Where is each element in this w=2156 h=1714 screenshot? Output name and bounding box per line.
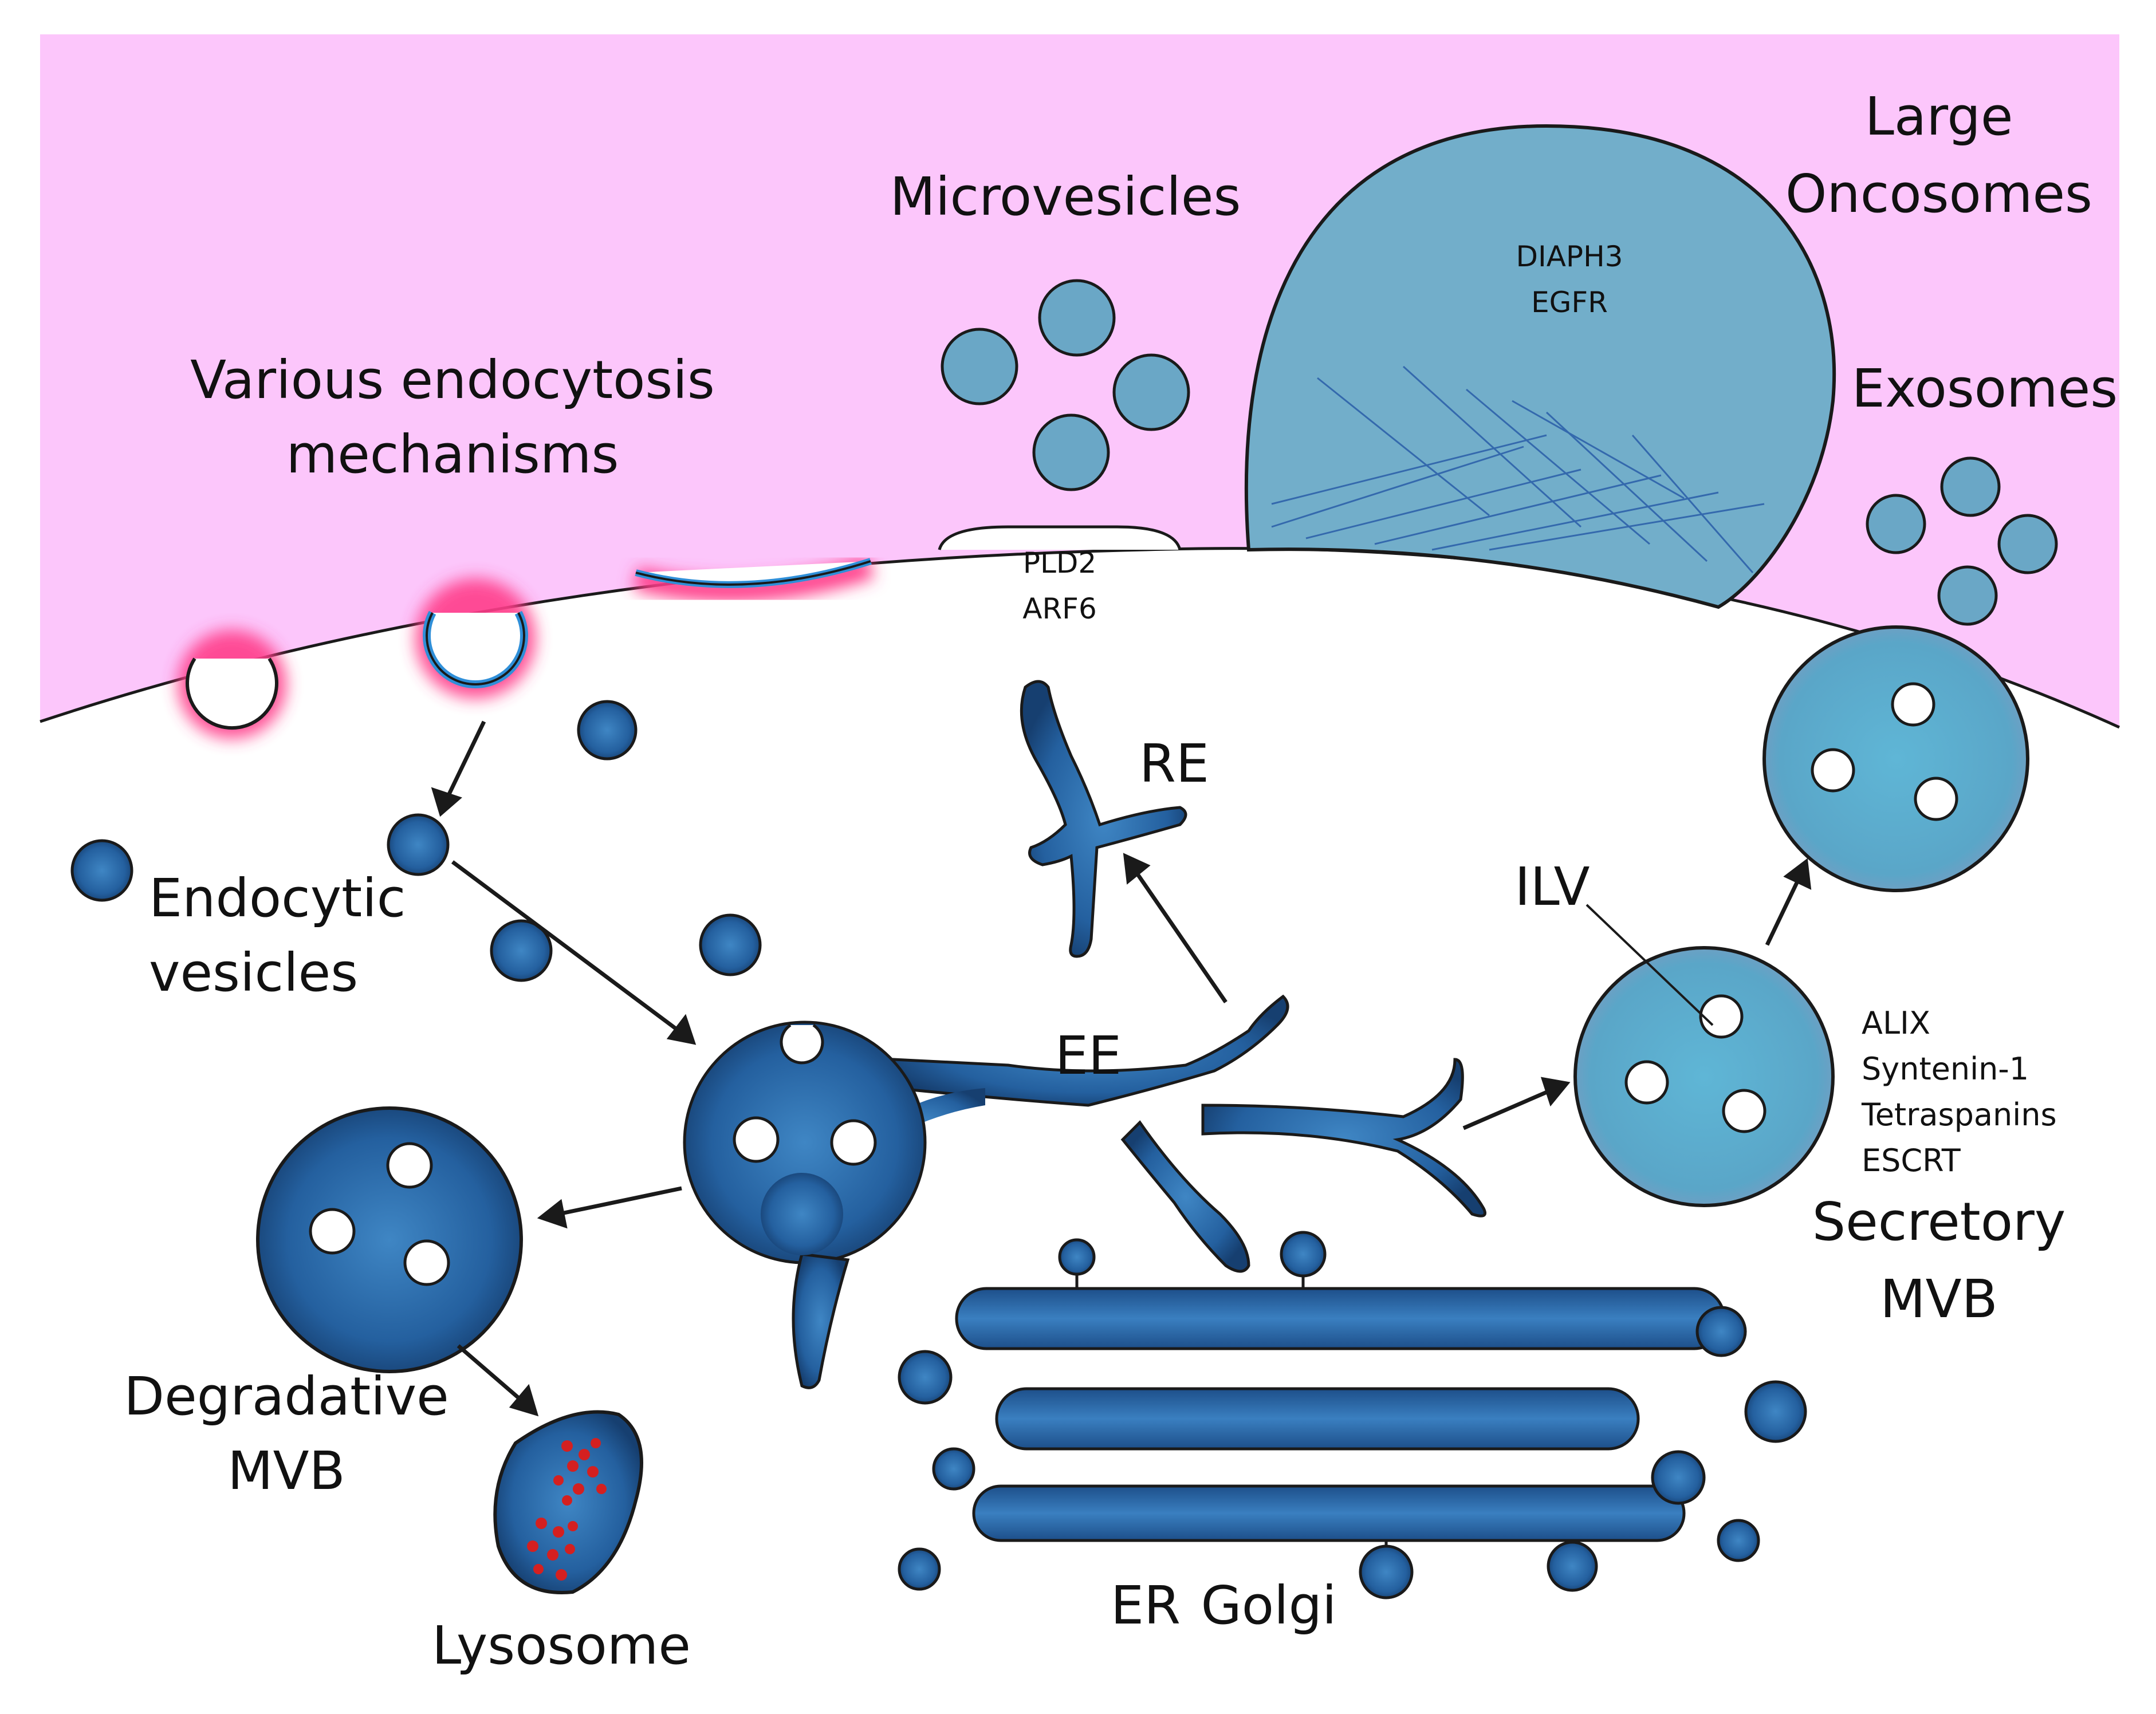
label-re: RE bbox=[1139, 733, 1209, 794]
microvesicle-budding-site bbox=[938, 525, 1182, 550]
label-endocytic-2: vesicles bbox=[149, 942, 358, 1003]
degradative-mvb bbox=[256, 1106, 523, 1373]
label-microvesicles: Microvesicles bbox=[890, 166, 1241, 227]
lysosome bbox=[493, 1410, 643, 1594]
endocytic-pit-1 bbox=[178, 630, 286, 739]
microvesicle bbox=[1112, 353, 1190, 431]
label-large-1: Large bbox=[1865, 86, 2013, 147]
plasma-membrane bbox=[40, 547, 2120, 729]
arrow-vesicle-to-ee bbox=[451, 860, 680, 1033]
label-endocytosis-1: Various endocytosis bbox=[190, 349, 715, 411]
arrow-secretory-to-membrane bbox=[1765, 878, 1801, 946]
label-er: ER bbox=[1111, 1575, 1181, 1636]
arrow-degradative-to-lysosome bbox=[457, 1344, 523, 1402]
label-arf6: ARF6 bbox=[1022, 592, 1097, 625]
endocytic-vesicle bbox=[699, 913, 762, 976]
golgi-vesicle bbox=[1744, 1380, 1807, 1443]
endocytic-vesicle bbox=[387, 813, 450, 876]
label-tetraspanins: Tetraspanins bbox=[1861, 1097, 2057, 1133]
endocytic-vesicles bbox=[70, 700, 762, 982]
microvesicle bbox=[941, 328, 1018, 405]
actin-filaments bbox=[1271, 365, 1765, 573]
ilv-pointer bbox=[1585, 904, 1714, 1026]
exosomes bbox=[1866, 456, 2058, 626]
golgi-cisterna bbox=[955, 1287, 1726, 1350]
arrow-ee-to-secretory bbox=[1462, 1089, 1551, 1130]
golgi-cisterna bbox=[995, 1387, 1640, 1451]
label-secretory-2: MVB bbox=[1880, 1268, 1997, 1330]
golgi-stack bbox=[898, 1231, 1807, 1599]
golgi-vesicle bbox=[898, 1547, 941, 1591]
label-degradative-2: MVB bbox=[227, 1440, 345, 1502]
endocytic-vesicle bbox=[577, 700, 638, 761]
label-golgi: Golgi bbox=[1201, 1575, 1336, 1636]
endocytic-vesicle bbox=[490, 919, 553, 982]
label-ee: EE bbox=[1055, 1025, 1122, 1086]
pathway-arrows bbox=[431, 720, 1812, 1417]
label-syntenin: Syntenin-1 bbox=[1862, 1051, 2029, 1087]
exosome bbox=[1937, 565, 1998, 626]
secretory-mvb-inner bbox=[1573, 946, 1835, 1207]
large-oncosome: DIAPH3 EGFR bbox=[1244, 124, 1836, 609]
label-lysosome: Lysosome bbox=[432, 1615, 691, 1676]
exosome bbox=[1997, 514, 2058, 574]
label-alix: ALIX bbox=[1862, 1005, 1930, 1041]
label-endocytosis-2: mechanisms bbox=[286, 424, 619, 485]
lysosome-contents bbox=[527, 1438, 607, 1581]
endocytic-pit-2 bbox=[415, 578, 536, 699]
microvesicle bbox=[1032, 413, 1110, 491]
golgi-cisterna bbox=[972, 1484, 1686, 1542]
secretory-mvb-fusing bbox=[1762, 625, 2029, 892]
recycling-endosome bbox=[1020, 680, 1187, 958]
golgi-vesicle bbox=[932, 1447, 975, 1491]
label-ilv: ILV bbox=[1514, 856, 1590, 917]
label-degradative-1: Degradative bbox=[124, 1366, 449, 1427]
golgi-vesicle bbox=[1651, 1450, 1706, 1505]
label-endocytic-1: Endocytic bbox=[149, 868, 406, 929]
golgi-vesicle bbox=[1717, 1519, 1760, 1562]
label-pld2: PLD2 bbox=[1023, 546, 1096, 580]
label-diaph3: DIAPH3 bbox=[1516, 240, 1623, 273]
microvesicle bbox=[1038, 279, 1116, 357]
arrow-ee-to-degradative bbox=[558, 1186, 682, 1216]
label-exosomes: Exosomes bbox=[1852, 358, 2118, 419]
label-large-2: Oncosomes bbox=[1785, 163, 2092, 224]
label-egfr: EGFR bbox=[1531, 286, 1608, 319]
label-escrt: ESCRT bbox=[1862, 1142, 1961, 1179]
label-secretory-1: Secretory bbox=[1812, 1191, 2066, 1252]
arrow-pit-to-vesicle bbox=[444, 720, 486, 800]
microvesicles bbox=[941, 279, 1190, 491]
early-endosome bbox=[683, 994, 1486, 1389]
exosome bbox=[1940, 456, 2001, 517]
exosome bbox=[1866, 494, 1926, 554]
golgi-vesicle bbox=[898, 1350, 953, 1405]
flat-endocytic-invagination bbox=[632, 555, 875, 602]
arrow-ee-to-re bbox=[1135, 872, 1227, 1003]
endocytic-vesicle bbox=[70, 839, 133, 902]
